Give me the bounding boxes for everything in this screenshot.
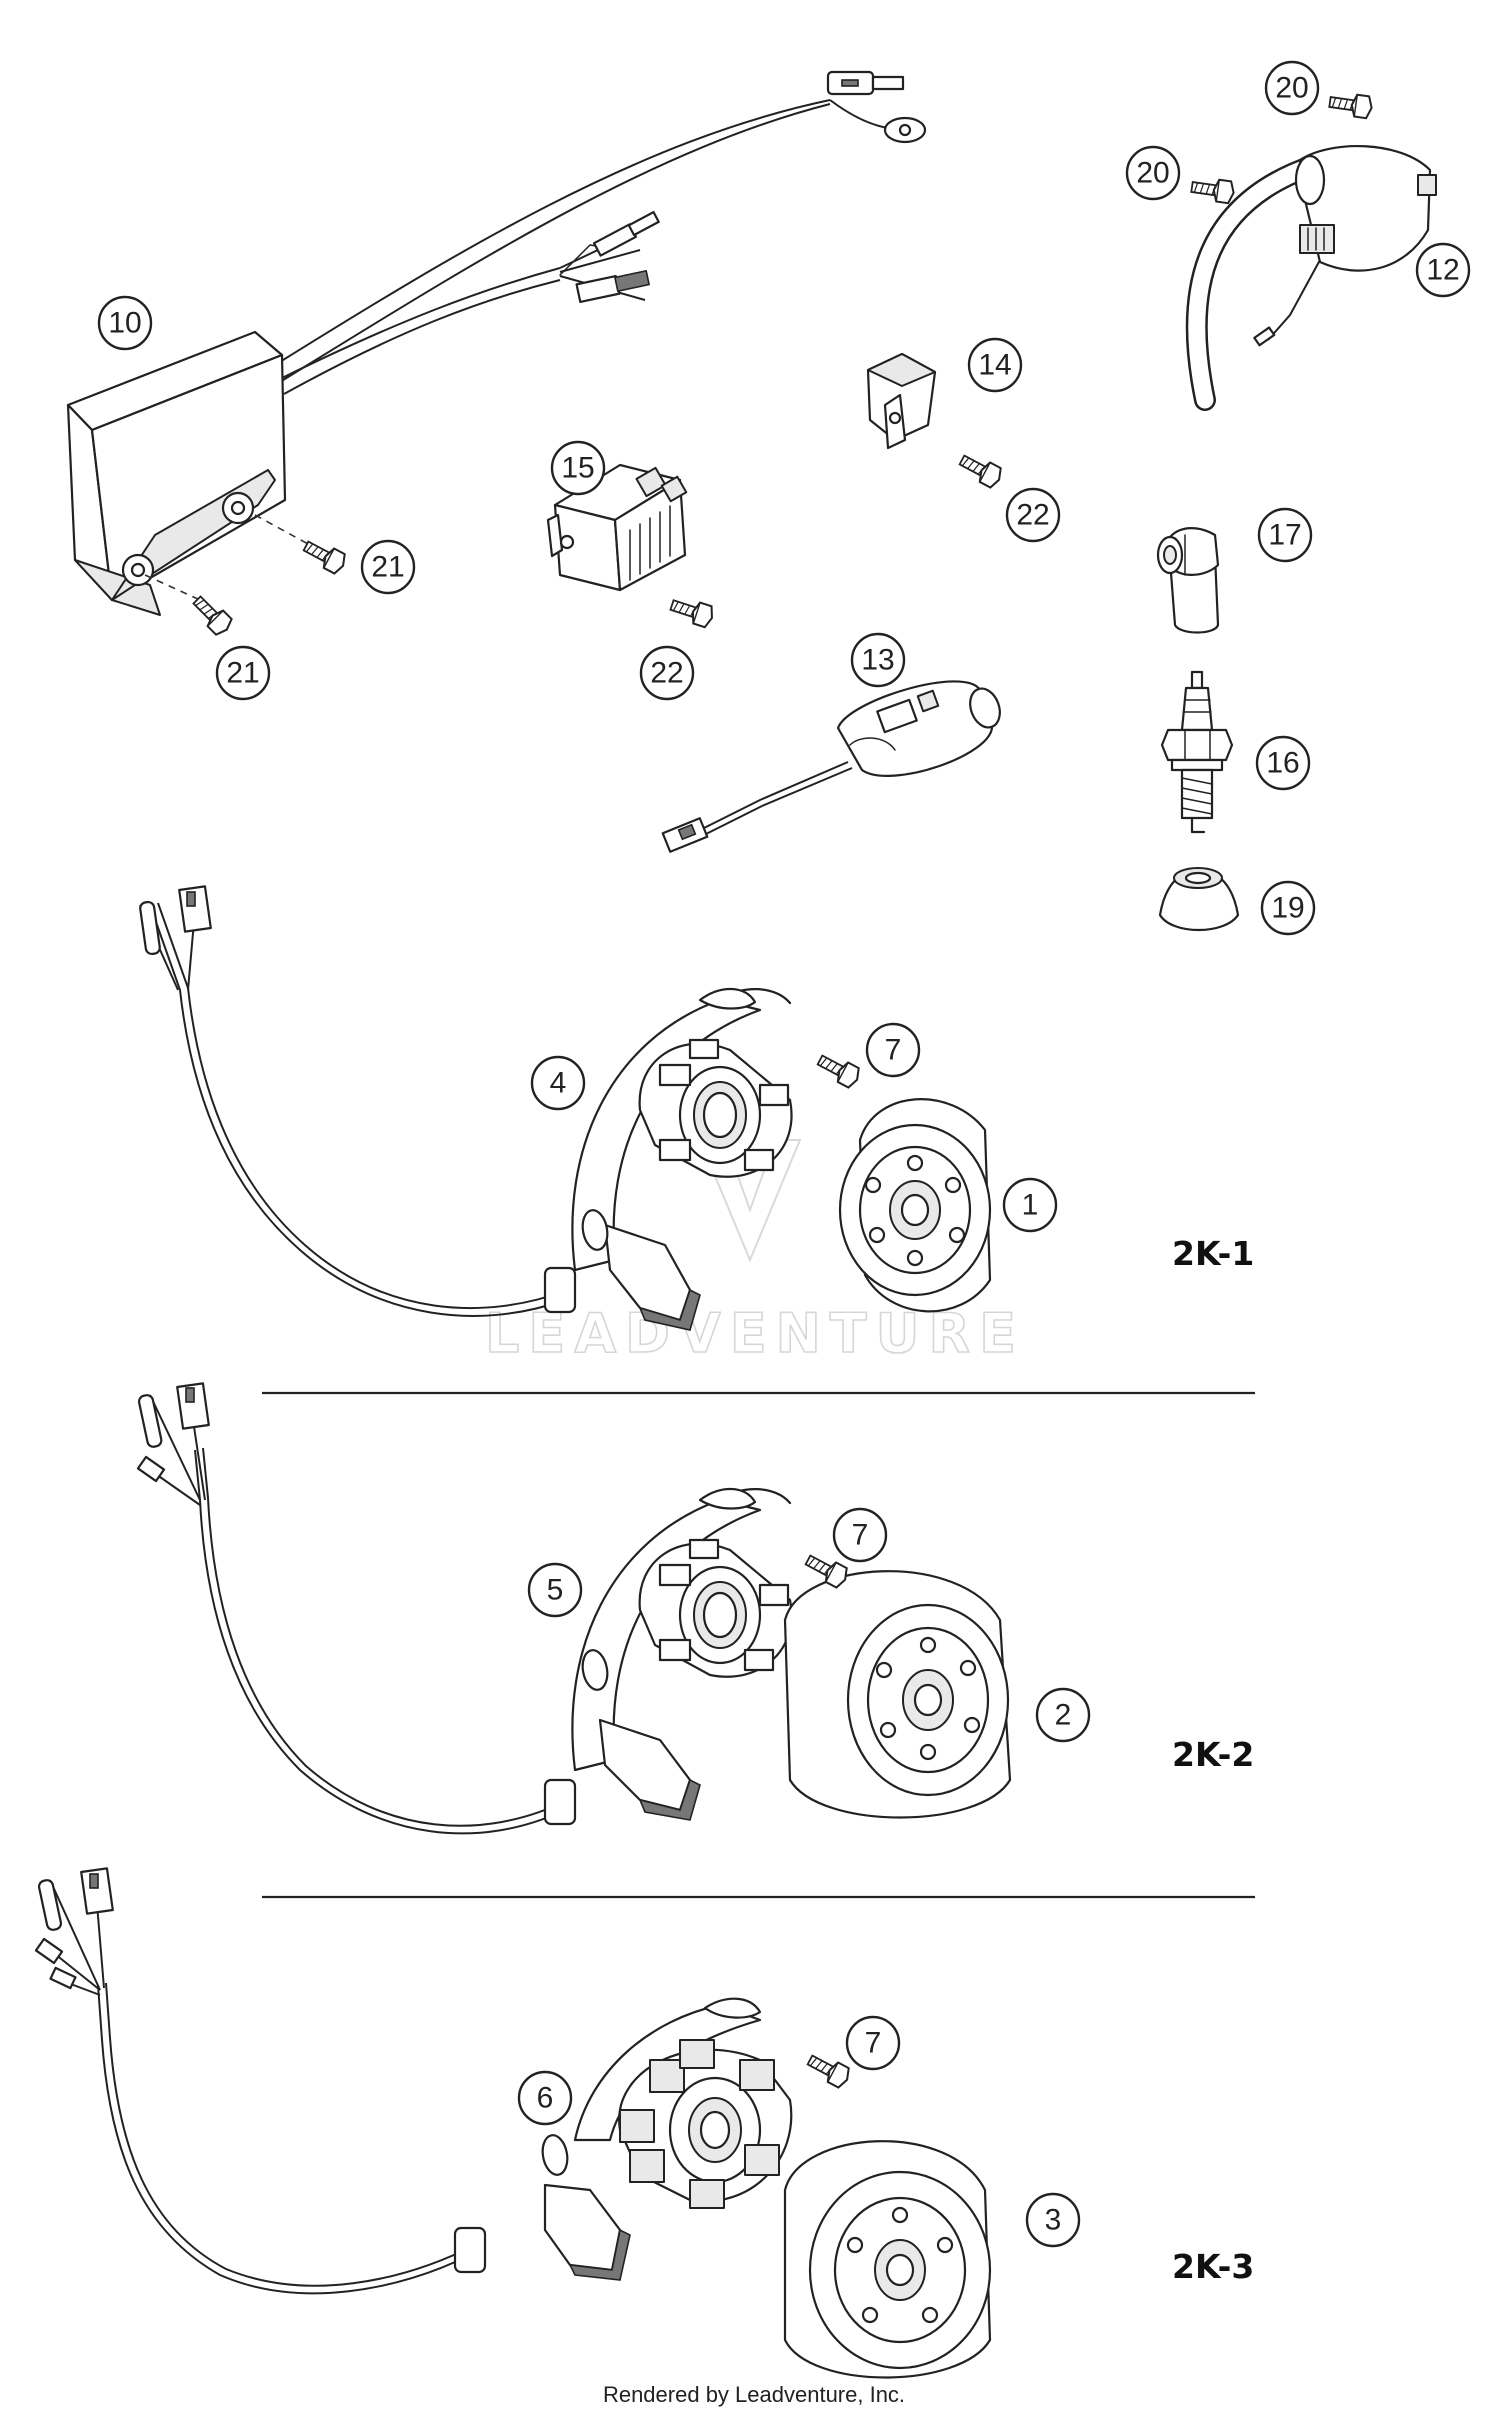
svg-text:3: 3 [1045, 2204, 1062, 2237]
capacitor [661, 680, 1001, 853]
cdi-unit [66, 70, 927, 616]
svg-text:1: 1 [1022, 1189, 1039, 1222]
callout-4: 4 [530, 1055, 586, 1111]
bolt-icon [1189, 175, 1237, 205]
callout-21-lower: 21 [215, 645, 271, 701]
callout-10: 10 [97, 295, 153, 351]
bolt-icon [955, 449, 1006, 491]
callout-7-2k1: 7 [865, 1022, 921, 1078]
svg-text:12: 12 [1426, 254, 1459, 287]
callout-20-lower: 20 [1125, 145, 1181, 201]
bolt-icon [1327, 90, 1375, 120]
callout-15: 15 [550, 440, 606, 496]
spark-plug-cap [1156, 527, 1220, 634]
callout-14: 14 [967, 337, 1023, 393]
callout-6: 6 [517, 2070, 573, 2126]
svg-text:13: 13 [861, 644, 894, 677]
svg-text:16: 16 [1266, 747, 1299, 780]
svg-text:6: 6 [537, 2082, 554, 2115]
svg-text:21: 21 [226, 657, 259, 690]
callout-5: 5 [527, 1562, 583, 1618]
svg-text:20: 20 [1136, 157, 1169, 190]
callout-22-bracket: 22 [1005, 487, 1061, 543]
svg-text:7: 7 [865, 2027, 882, 2060]
boot-seal [1158, 867, 1240, 931]
callout-2: 2 [1035, 1687, 1091, 1743]
callout-3: 3 [1025, 2192, 1081, 2248]
bolt-icon [299, 535, 350, 577]
generator-group-2k1 [139, 885, 992, 1331]
svg-text:19: 19 [1271, 892, 1304, 925]
svg-text:22: 22 [650, 657, 683, 690]
variant-label-2k1: 2K-1 [1172, 1234, 1254, 1273]
svg-text:5: 5 [547, 1574, 564, 1607]
svg-text:2: 2 [1055, 1699, 1072, 1732]
svg-text:21: 21 [371, 551, 404, 584]
callout-19: 19 [1260, 880, 1316, 936]
svg-text:22: 22 [1016, 499, 1049, 532]
variant-label-2k3: 2K-3 [1172, 2247, 1254, 2286]
bolt-icon [803, 2049, 854, 2091]
svg-text:20: 20 [1275, 72, 1308, 105]
callout-13: 13 [850, 632, 906, 688]
svg-text:4: 4 [550, 1067, 567, 1100]
callout-7-2k3: 7 [845, 2015, 901, 2071]
callout-22-regulator: 22 [639, 645, 695, 701]
callout-20-upper: 20 [1264, 60, 1320, 116]
bolt-icon [667, 593, 717, 630]
svg-text:14: 14 [978, 349, 1011, 382]
callout-21-upper: 21 [360, 539, 416, 595]
bolt-icon [813, 1049, 864, 1091]
svg-text:7: 7 [885, 1034, 902, 1067]
callout-7-2k2: 7 [832, 1507, 888, 1563]
spark-plug [1160, 670, 1234, 834]
generator-group-2k3 [34, 1867, 992, 2379]
footer-credit: Rendered by Leadventure, Inc. [603, 2382, 905, 2407]
svg-text:17: 17 [1268, 519, 1301, 552]
svg-text:7: 7 [852, 1519, 869, 1552]
mounting-bracket [866, 352, 937, 450]
callout-1: 1 [1002, 1177, 1058, 1233]
callout-16: 16 [1255, 735, 1311, 791]
callout-17: 17 [1257, 507, 1313, 563]
generator-group-2k2 [136, 1382, 1012, 1835]
ignition-coil [1185, 144, 1437, 411]
variant-label-2k2: 2K-2 [1172, 1735, 1254, 1774]
callout-12: 12 [1415, 242, 1471, 298]
svg-text:15: 15 [561, 452, 594, 485]
svg-text:10: 10 [108, 307, 141, 340]
